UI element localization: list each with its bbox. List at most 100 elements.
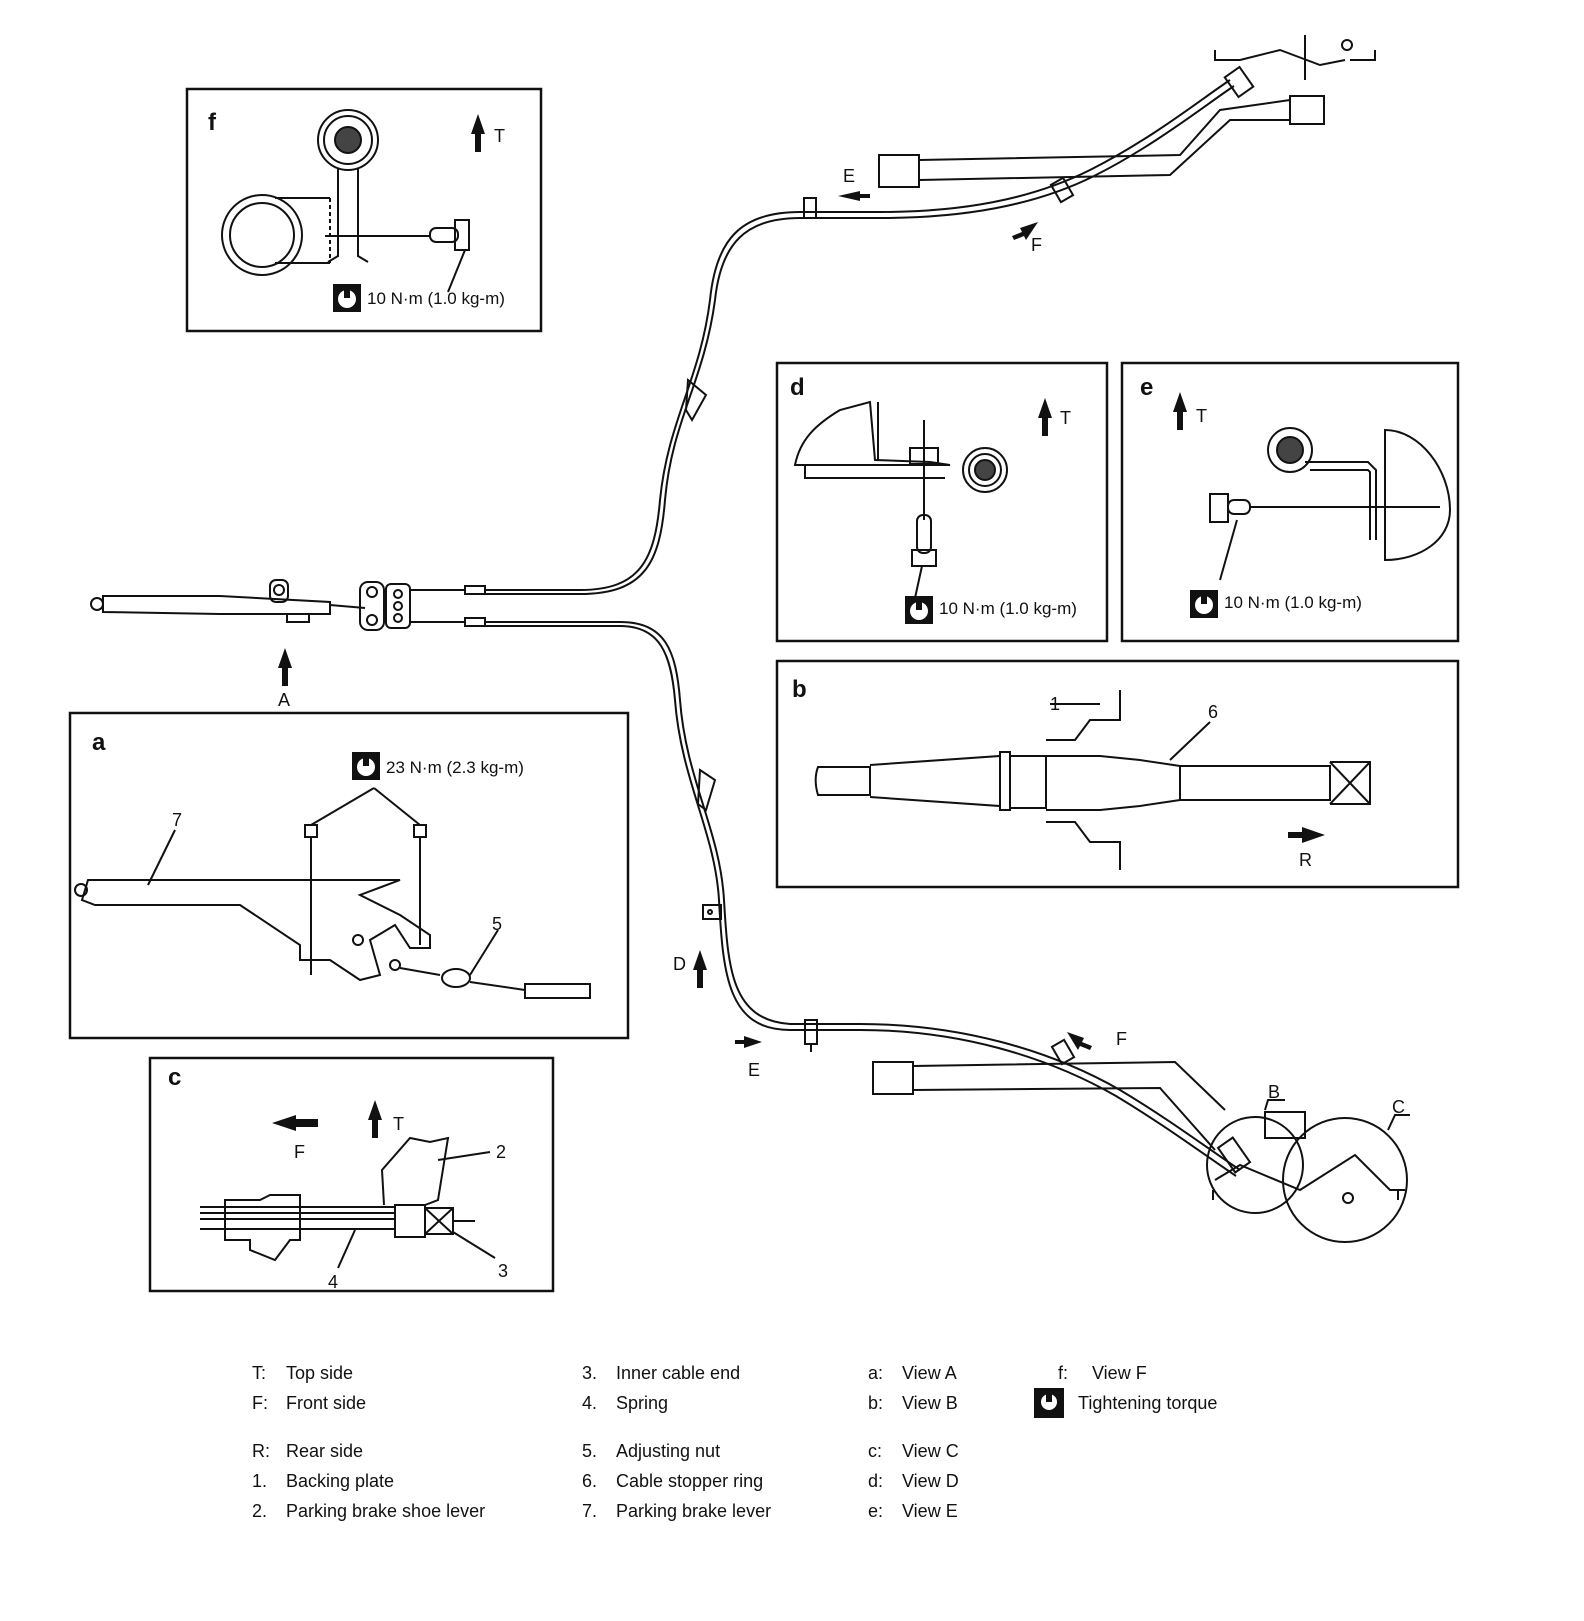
callout-7: 7 bbox=[172, 810, 182, 830]
legend-column-2: 3. Inner cable end 4. Spring 5. Adjusting n… bbox=[582, 1358, 771, 1526]
front-side-arrow-icon bbox=[272, 1115, 318, 1131]
panel-view-c: c F T 2 4 3 bbox=[148, 1056, 555, 1293]
legend-text: Spring bbox=[616, 1393, 669, 1413]
legend-item: e:View E bbox=[868, 1496, 959, 1526]
legend-item: T: Top side bbox=[252, 1358, 485, 1388]
legend-key: 3. bbox=[582, 1363, 598, 1383]
torque-icon bbox=[1034, 1388, 1064, 1418]
callout-2: 2 bbox=[496, 1142, 506, 1162]
view-e-upper-label: E bbox=[843, 166, 855, 186]
legend-item: 3. Inner cable end bbox=[582, 1358, 771, 1388]
lower-cable bbox=[485, 621, 1241, 1171]
legend-key: F: bbox=[252, 1393, 268, 1413]
view-c-circle bbox=[1282, 1117, 1408, 1243]
legend-item: 4. Spring bbox=[582, 1388, 771, 1418]
legend-item: F:Front side bbox=[252, 1388, 485, 1418]
rear-side-arrow-icon bbox=[1288, 827, 1325, 843]
panel-b-direction: R bbox=[1299, 850, 1312, 870]
legend-column-3: a:View A b: View B c:View C d:View D e:Vi… bbox=[868, 1358, 959, 1526]
legend-text: Rear side bbox=[286, 1441, 364, 1461]
torque-icon bbox=[905, 596, 933, 624]
torque-icon bbox=[333, 284, 361, 312]
view-d-arrow-icon bbox=[693, 950, 707, 988]
legend-key: 2. bbox=[252, 1501, 268, 1521]
top-side-arrow-icon bbox=[471, 114, 485, 152]
upper-cable bbox=[485, 79, 1231, 591]
panel-f-letter: f bbox=[208, 109, 217, 136]
view-f-lower-arrow-icon bbox=[1067, 1032, 1092, 1050]
legend-item: 1. Backing plate bbox=[252, 1466, 485, 1496]
panel-d-torque: 10 N·m (1.0 kg-m) bbox=[939, 599, 1077, 618]
panel-view-b: b 1 6 R bbox=[775, 659, 1460, 889]
view-e-lower-arrow-icon bbox=[735, 1036, 762, 1048]
panel-c-letter: c bbox=[168, 1064, 181, 1091]
legend-key: d: bbox=[868, 1471, 884, 1491]
legend-item: 7.Parking brake lever bbox=[582, 1496, 771, 1526]
legend-key: 4. bbox=[582, 1393, 598, 1413]
legend-column-1: T: Top side F:Front side R: Rear side 1. Ba… bbox=[252, 1358, 485, 1526]
view-b-label: B bbox=[1268, 1082, 1280, 1102]
panel-e-torque: 10 N·m (1.0 kg-m) bbox=[1224, 593, 1362, 612]
legend-item: Tightening torque bbox=[1034, 1388, 1217, 1418]
legend-text: Top side bbox=[286, 1363, 354, 1383]
legend-item: b: View B bbox=[868, 1388, 959, 1418]
legend-item: 5. Adjusting nut bbox=[582, 1436, 771, 1466]
legend-item: c:View C bbox=[868, 1436, 959, 1466]
top-side-arrow-icon bbox=[1038, 398, 1052, 436]
legend-item: R: Rear side bbox=[252, 1436, 485, 1466]
legend-column-4: f:View F Tightening torque bbox=[1034, 1358, 1217, 1418]
callout-3: 3 bbox=[498, 1261, 508, 1281]
panel-view-d: d T 10 N·m (1.0 kg-m) bbox=[775, 361, 1109, 643]
legend-key: 5. bbox=[582, 1441, 598, 1461]
panel-a-torque: 23 N·m (2.3 kg-m) bbox=[386, 758, 524, 777]
callout-1: 1 bbox=[1050, 694, 1060, 714]
main-view-markers: A D E F E F B C bbox=[278, 166, 1405, 1117]
legend-item: f:View F bbox=[1058, 1358, 1217, 1388]
legend-text: Inner cable end bbox=[616, 1363, 741, 1383]
panel-f-torque: 10 N·m (1.0 kg-m) bbox=[367, 289, 505, 308]
view-e-lower-label: E bbox=[748, 1060, 760, 1080]
legend-key: T: bbox=[252, 1363, 267, 1383]
parking-brake-lever-topview bbox=[90, 579, 486, 631]
panel-b-letter: b bbox=[792, 676, 807, 703]
panel-f-direction: T bbox=[494, 126, 505, 146]
panel-view-e: e T 10 N·m (1.0 kg-m) bbox=[1120, 361, 1460, 643]
panel-e-direction: T bbox=[1196, 406, 1207, 426]
view-e-upper-arrow-icon bbox=[838, 191, 870, 201]
legend-text: View B bbox=[902, 1393, 958, 1413]
legend-text: Parking brake shoe lever bbox=[286, 1501, 486, 1521]
view-f-lower-label: F bbox=[1116, 1029, 1127, 1049]
legend-key: b: bbox=[868, 1393, 884, 1413]
legend-item: d:View D bbox=[868, 1466, 959, 1496]
legend-key: 1. bbox=[252, 1471, 268, 1491]
legend-key: R: bbox=[252, 1441, 270, 1461]
panel-c-direction-top: T bbox=[393, 1114, 404, 1134]
view-d-label: D bbox=[673, 954, 686, 974]
legend-item: a:View A bbox=[868, 1358, 959, 1388]
legend-key: 6. bbox=[582, 1471, 598, 1491]
legend-text: Cable stopper ring bbox=[616, 1471, 764, 1491]
callout-6: 6 bbox=[1208, 702, 1218, 722]
panel-view-a: a 23 N·m (2.3 kg-m) 7 5 bbox=[68, 711, 630, 1040]
legend-text: View E bbox=[902, 1501, 958, 1521]
panel-a-letter: a bbox=[92, 729, 106, 756]
legend-text: View F bbox=[1092, 1363, 1147, 1383]
panel-d-direction: T bbox=[1060, 408, 1071, 428]
legend-text: View A bbox=[902, 1363, 957, 1383]
view-a-arrow-icon bbox=[278, 648, 292, 686]
legend-text: Tightening torque bbox=[1078, 1393, 1218, 1413]
view-a-label: A bbox=[278, 690, 290, 710]
legend-text: Backing plate bbox=[286, 1471, 395, 1491]
callout-4: 4 bbox=[328, 1272, 338, 1292]
view-b-circle bbox=[1206, 1116, 1304, 1214]
legend-key: 7. bbox=[582, 1501, 598, 1521]
view-f-upper-arrow-icon bbox=[1012, 222, 1038, 240]
panel-c-direction-front: F bbox=[294, 1142, 305, 1162]
legend-text: Adjusting nut bbox=[616, 1441, 721, 1461]
top-side-arrow-icon bbox=[1173, 392, 1187, 430]
callout-5: 5 bbox=[492, 914, 502, 934]
legend-item: 2. Parking brake shoe lever bbox=[252, 1496, 485, 1526]
legend-text: View C bbox=[902, 1441, 959, 1461]
view-f-upper-label: F bbox=[1031, 235, 1042, 255]
